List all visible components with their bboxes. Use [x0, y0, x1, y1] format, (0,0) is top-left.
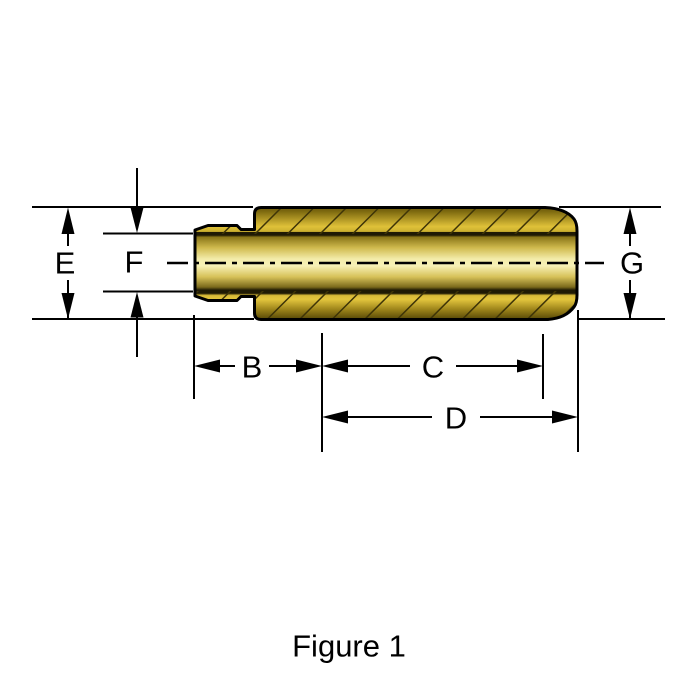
dimension-d — [322, 310, 579, 452]
arrowhead-left — [194, 359, 220, 373]
dimension-c — [322, 334, 544, 399]
arrowhead-down — [61, 293, 75, 319]
dimension-e — [32, 206, 254, 320]
dim-label-b: B — [242, 350, 263, 385]
arrowhead-up — [61, 207, 75, 234]
dim-label-c: C — [422, 350, 444, 385]
dimension-g — [559, 206, 665, 320]
dim-label-g: G — [620, 246, 644, 281]
arrowhead-left — [322, 359, 348, 373]
dim-label-f: F — [125, 245, 144, 280]
dim-label-e: E — [55, 246, 76, 281]
arrowhead-up — [130, 292, 144, 318]
arrowhead-down — [130, 207, 144, 233]
figure-caption: Figure 1 — [292, 629, 406, 664]
arrowhead-right — [552, 410, 578, 424]
arrowhead-right — [296, 359, 322, 373]
dimension-f — [103, 168, 193, 357]
arrowhead-down — [623, 293, 637, 319]
arrowhead-up — [623, 207, 637, 234]
dim-label-d: D — [445, 401, 467, 436]
dimension-b — [193, 315, 323, 452]
arrowhead-right — [517, 359, 543, 373]
arrowhead-left — [322, 410, 348, 424]
